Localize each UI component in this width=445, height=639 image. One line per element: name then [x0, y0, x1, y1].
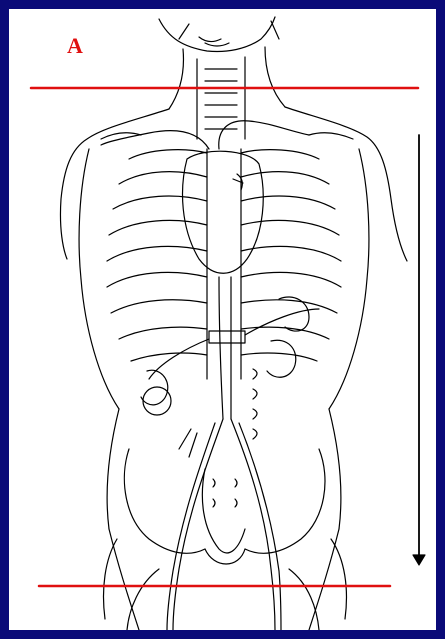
- aorta: [149, 277, 319, 630]
- kidneys: [141, 297, 309, 415]
- anatomy-illustration: [9, 9, 436, 630]
- downward-arrow: [413, 135, 425, 565]
- rib-cage: [107, 149, 341, 379]
- torso-outline: [60, 107, 407, 630]
- diagram-frame: A: [9, 9, 436, 630]
- lumbar-spine: [179, 369, 257, 457]
- panel-label: A: [67, 35, 83, 57]
- pelvis: [104, 449, 347, 630]
- head-and-neck: [159, 17, 285, 139]
